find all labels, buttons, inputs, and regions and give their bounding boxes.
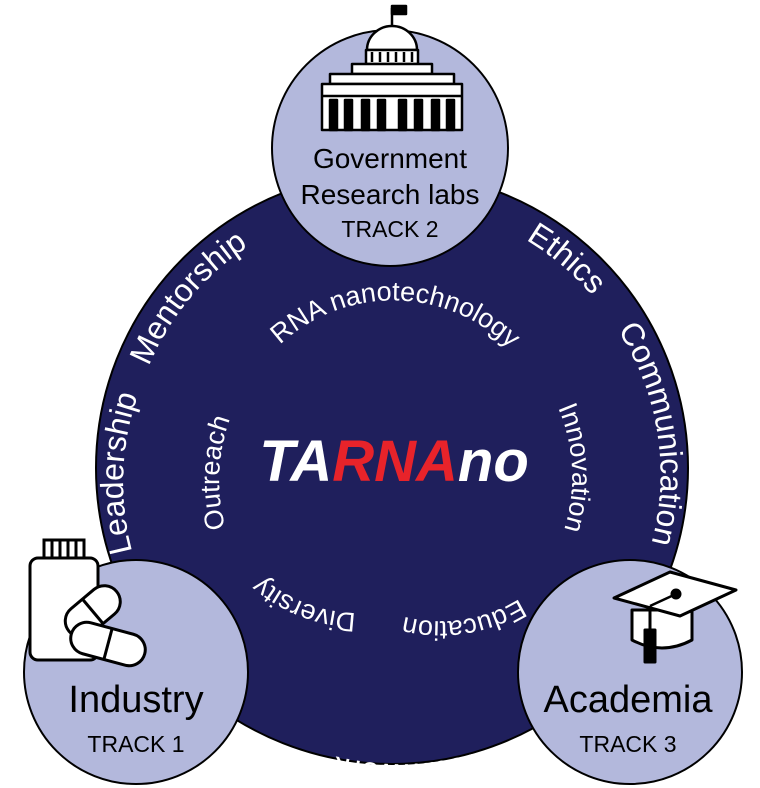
- node-academia: Academia TRACK 3: [517, 559, 743, 785]
- industry-label: Industry: [68, 679, 203, 721]
- academia-label: Academia: [544, 679, 714, 721]
- logo-part-rna: RNA: [332, 429, 458, 494]
- center-logo: TARNAno: [259, 429, 529, 494]
- graduation-cap-icon: [612, 570, 738, 664]
- government-track-label: TRACK 2: [341, 216, 438, 242]
- logo-part-ta: TA: [259, 429, 332, 494]
- node-industry: Industry TRACK 1: [23, 538, 249, 785]
- academia-track-label: TRACK 3: [579, 731, 676, 757]
- industry-track-label: TRACK 1: [87, 731, 184, 757]
- logo-part-no: no: [458, 429, 529, 494]
- government-label-line2: Research labs: [301, 179, 480, 210]
- pill-bottle-icon: [28, 538, 147, 668]
- capitol-building-icon: [320, 4, 464, 132]
- government-label-line1: Government: [313, 143, 467, 174]
- node-government: Government Research labs TRACK 2: [271, 4, 509, 267]
